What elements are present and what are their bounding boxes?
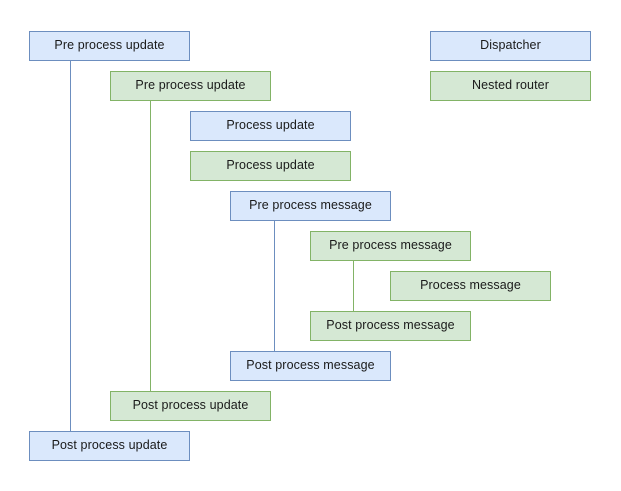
node-post-process-update-dispatcher[interactable]: Post process update [29, 431, 190, 461]
legend-item-nested: Nested router [430, 71, 591, 101]
node-pre-process-message-nested[interactable]: Pre process message [310, 231, 471, 261]
connector-line [274, 221, 275, 351]
node-pre-process-update-dispatcher[interactable]: Pre process update [29, 31, 190, 61]
connector-line [70, 61, 71, 431]
connector-line [353, 261, 354, 311]
node-post-process-update-nested[interactable]: Post process update [110, 391, 271, 421]
legend-item-dispatcher: Dispatcher [430, 31, 591, 61]
node-process-update-nested[interactable]: Process update [190, 151, 351, 181]
node-post-process-message-nested[interactable]: Post process message [310, 311, 471, 341]
node-pre-process-update-nested[interactable]: Pre process update [110, 71, 271, 101]
node-process-update-dispatcher[interactable]: Process update [190, 111, 351, 141]
node-post-process-message-dispatcher[interactable]: Post process message [230, 351, 391, 381]
node-process-message-nested[interactable]: Process message [390, 271, 551, 301]
node-pre-process-message-dispatcher[interactable]: Pre process message [230, 191, 391, 221]
connector-line [150, 101, 151, 391]
